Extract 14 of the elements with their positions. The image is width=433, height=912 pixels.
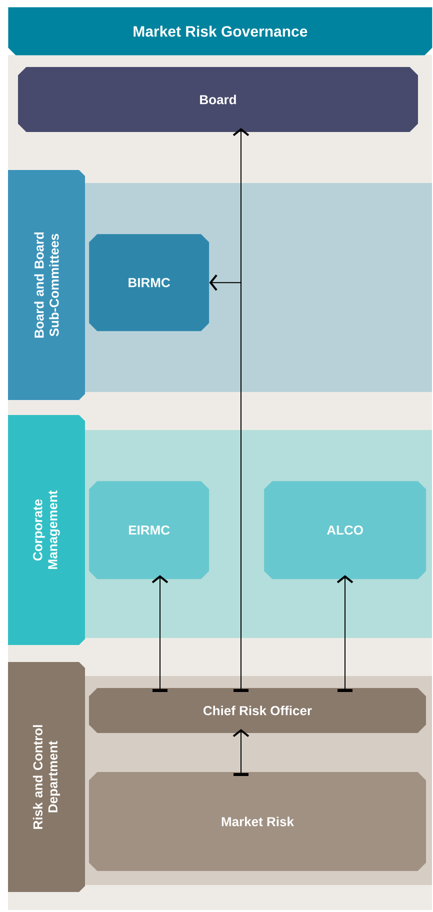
title-banner: Market Risk Governance — [8, 7, 432, 56]
arrow — [209, 274, 248, 692]
org-box: Board — [18, 67, 418, 132]
org-box: Market Risk — [89, 772, 426, 871]
arrow — [152, 575, 168, 692]
node-label: Corporate Management — [33, 490, 60, 569]
org-box: Chief Risk Officer — [89, 688, 426, 733]
node-label: Board and Board Sub-Committees — [34, 232, 59, 338]
arrow — [232, 728, 250, 776]
node-label: Risk and Control Department — [32, 725, 60, 829]
org-box: ALCO — [264, 481, 426, 580]
org-box: EIRMC — [89, 481, 210, 580]
org-box: BIRMC — [89, 234, 210, 332]
arrow — [336, 575, 354, 692]
